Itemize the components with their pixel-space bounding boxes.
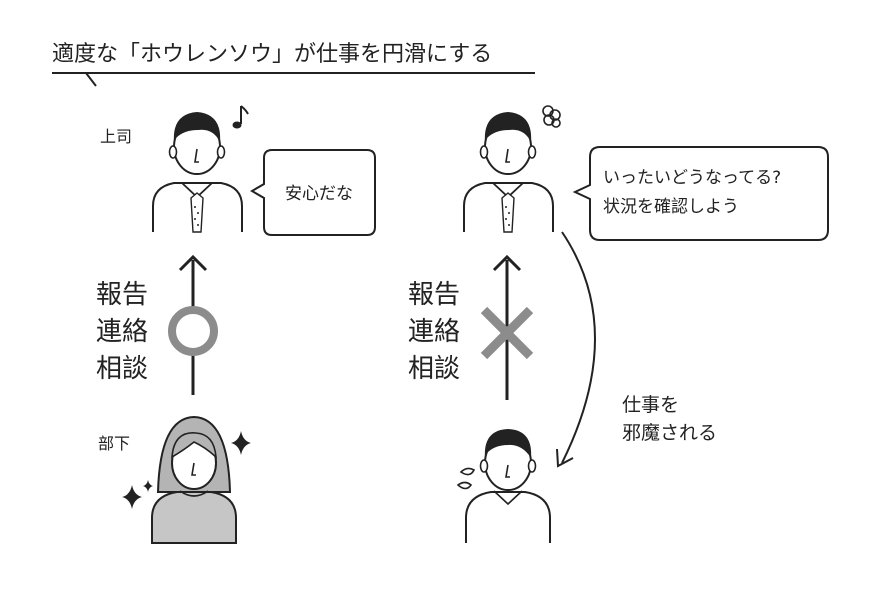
sweat-drops-icon xyxy=(456,467,476,490)
page-title: 適度な「ホウレンソウ」が仕事を円滑にする xyxy=(52,42,492,67)
sparkle-icon xyxy=(231,431,251,455)
confusion-scribble-icon xyxy=(542,105,561,128)
report-word-left-3: 相談 xyxy=(96,354,148,384)
boss-speech-left: 安心だな xyxy=(285,184,353,204)
boss-label: 上司 xyxy=(100,127,132,146)
interruption-arrow xyxy=(561,231,596,464)
effect-line-2: 邪魔される xyxy=(622,422,717,444)
report-word-left-1: 報告 xyxy=(96,280,148,310)
speech-bubble-right xyxy=(572,146,829,241)
subordinate-label: 部下 xyxy=(98,434,130,453)
subordinate-figure-left xyxy=(151,415,237,544)
report-word-right-3: 相談 xyxy=(408,354,460,384)
boss-figure-right xyxy=(463,112,554,233)
boss-speech-right-line-1: いったいどうなってる? xyxy=(603,168,781,188)
interruption-arrowhead xyxy=(556,448,574,468)
effect-line-1: 仕事を xyxy=(622,394,679,416)
report-word-right-2: 連絡 xyxy=(408,317,460,347)
subordinate-figure-right xyxy=(465,429,551,543)
boss-speech-right-line-2: 状況を確認しよう xyxy=(603,197,739,217)
music-note-icon xyxy=(232,105,249,129)
sparkle-icon xyxy=(122,485,142,509)
circle-ok-mark xyxy=(168,306,218,356)
cross-ng-mark xyxy=(480,306,534,360)
sparkle-icon xyxy=(143,480,153,492)
boss-figure-left xyxy=(152,112,243,233)
report-word-right-1: 報告 xyxy=(408,280,460,310)
report-word-left-2: 連絡 xyxy=(96,317,148,347)
title-underline xyxy=(52,72,535,87)
speech-bubble-left xyxy=(250,149,376,236)
